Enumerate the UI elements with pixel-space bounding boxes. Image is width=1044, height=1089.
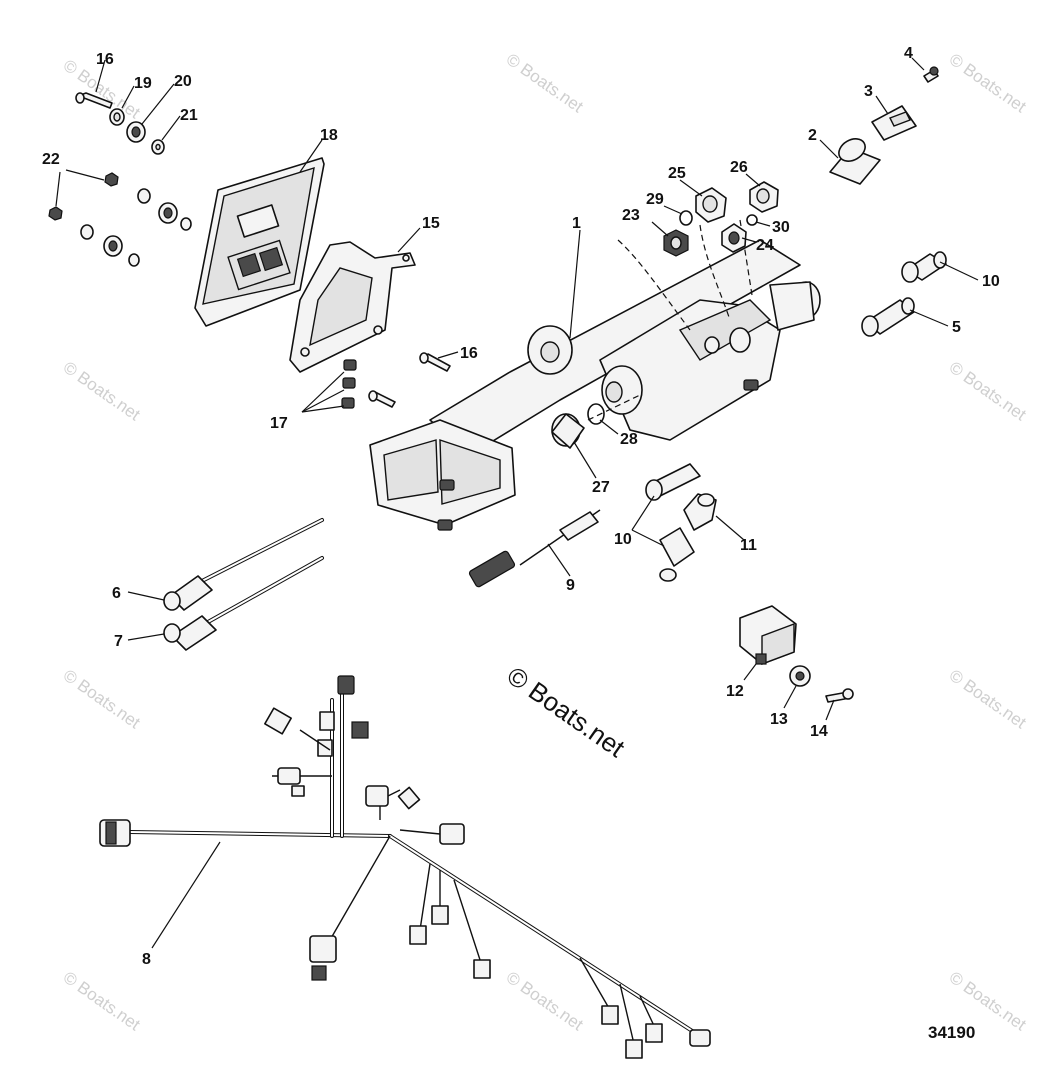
part-22-nut-lower[interactable] — [48, 206, 63, 221]
callout-22: 22 — [42, 151, 60, 168]
part-9-sensor-lead[interactable] — [468, 509, 601, 588]
callout-23: 23 — [622, 207, 640, 224]
callout-29: 29 — [646, 191, 664, 208]
part-19-washer[interactable] — [109, 108, 125, 126]
part-10-fitting-upper[interactable] — [901, 251, 947, 283]
callout-16-middle: 16 — [460, 345, 478, 362]
watermark-6: © Boats.net — [60, 666, 144, 733]
callout-27: 27 — [592, 479, 610, 496]
callout-14: 14 — [810, 723, 828, 740]
callout-24: 24 — [756, 237, 774, 254]
part-15-bracket[interactable] — [289, 241, 416, 373]
callout-8: 8 — [142, 951, 151, 968]
part-23-fitting[interactable] — [663, 229, 689, 257]
leader-lines — [55, 57, 979, 949]
part-1-main-housing[interactable] — [369, 239, 821, 531]
part-25-fitting[interactable] — [695, 187, 727, 223]
part-22-nut-upper[interactable] — [104, 172, 119, 187]
callout-13: 13 — [770, 711, 788, 728]
callout-3: 3 — [864, 83, 873, 100]
callout-28: 28 — [620, 431, 638, 448]
callout-4: 4 — [904, 45, 913, 62]
watermark-2: © Boats.net — [503, 50, 587, 117]
callout-26: 26 — [730, 159, 748, 176]
callout-16-top: 16 — [96, 51, 114, 68]
part-5-fitting[interactable] — [861, 297, 915, 337]
part-17-clips[interactable] — [341, 359, 396, 409]
watermark-4: © Boats.net — [60, 358, 144, 425]
part-12-relay[interactable] — [739, 605, 797, 666]
callout-25: 25 — [668, 165, 686, 182]
watermark-5: © Boats.net — [946, 358, 1030, 425]
callout-7: 7 — [114, 633, 123, 650]
callout-19: 19 — [134, 75, 152, 92]
part-27-cap[interactable] — [551, 413, 585, 449]
part-3-bracket-clip[interactable] — [871, 105, 917, 141]
watermark-7: © Boats.net — [946, 666, 1030, 733]
diagram-reference-number: 34190 — [928, 1023, 975, 1042]
part-14-screw[interactable] — [825, 688, 854, 703]
dashed-leader-23 — [617, 239, 691, 331]
part-16-bolt-middle[interactable] — [419, 352, 451, 372]
part-6-sensor-rod[interactable] — [163, 518, 324, 611]
part-30-o-ring[interactable] — [746, 214, 758, 226]
callout-10-right: 10 — [982, 273, 1000, 290]
callout-9: 9 — [566, 577, 575, 594]
callout-6: 6 — [112, 585, 121, 602]
watermark-3: © Boats.net — [946, 50, 1030, 117]
callout-17: 17 — [270, 415, 288, 432]
watermark-9: © Boats.net — [503, 968, 587, 1035]
part-7-sensor-rod[interactable] — [163, 556, 324, 651]
part-28-o-ring[interactable] — [587, 403, 605, 425]
callout-18: 18 — [320, 127, 338, 144]
callout-20: 20 — [174, 73, 192, 90]
callout-2: 2 — [808, 127, 817, 144]
part-10-fitting-lower[interactable] — [645, 463, 701, 582]
mount-hardware-set-a — [137, 188, 192, 231]
part-2-sensor[interactable] — [829, 134, 881, 185]
callout-10-lower: 10 — [614, 531, 632, 548]
center-watermark: © Boats.net — [502, 660, 631, 763]
callout-12: 12 — [726, 683, 744, 700]
part-11-elbow-fitting[interactable] — [683, 493, 717, 531]
part-16-bolt-top[interactable] — [75, 92, 113, 109]
part-26-fitting[interactable] — [749, 181, 779, 213]
part-24-fitting[interactable] — [721, 223, 747, 253]
callout-21: 21 — [180, 107, 198, 124]
part-13-grommet[interactable] — [789, 665, 811, 687]
watermarks: © Boats.net © Boats.net © Boats.net © Bo… — [60, 50, 1030, 1035]
watermark-8: © Boats.net — [60, 968, 144, 1035]
part-8-wiring-harness[interactable] — [99, 675, 711, 1059]
callout-labels: 16 19 20 21 22 18 15 16 17 1 2 3 4 10 5 … — [42, 45, 1000, 968]
callout-30: 30 — [772, 219, 790, 236]
callout-15: 15 — [422, 215, 440, 232]
dashed-leader-25 — [699, 224, 731, 321]
part-20-grommet[interactable] — [126, 121, 146, 143]
callout-1: 1 — [572, 215, 581, 232]
mount-hardware-set-b — [80, 224, 140, 267]
part-29-o-ring[interactable] — [679, 210, 693, 226]
part-18-ecm-module[interactable] — [194, 157, 325, 327]
part-21-washer[interactable] — [151, 139, 165, 155]
callout-11: 11 — [740, 537, 757, 554]
part-4-screw[interactable] — [923, 66, 939, 83]
callout-5: 5 — [952, 319, 961, 336]
